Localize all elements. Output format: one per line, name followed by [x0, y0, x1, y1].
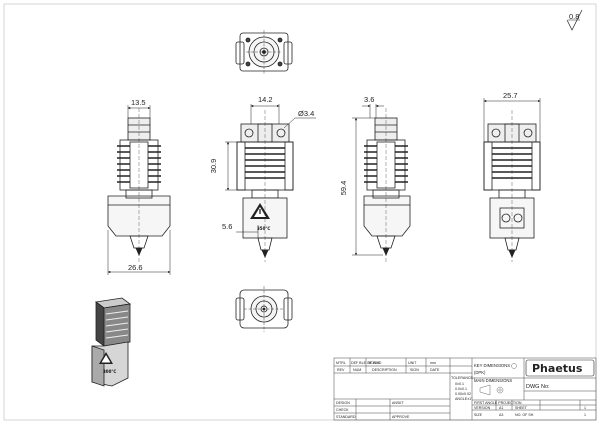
side-top-width-dim: 14.2 — [258, 95, 273, 104]
projection-icon — [479, 384, 504, 396]
tb-mtrl: MTRL — [336, 361, 346, 365]
tb-main-dimensions: MAIN DIMENSIONS — [474, 378, 512, 383]
tb-tol-4: ANGLE±1° — [455, 397, 473, 401]
tb-size-val: A3 — [499, 413, 503, 417]
tb-key-dimensions: KEY DIMENSIONS — [474, 363, 510, 368]
tb-design: DESIGN — [336, 401, 350, 405]
tb-standard: STANDARD — [336, 415, 356, 419]
back-view — [483, 110, 541, 262]
total-height-dim: 59.4 — [339, 181, 348, 196]
top-view — [235, 30, 293, 74]
sheet-border — [3, 3, 597, 421]
tb-date: DATE — [430, 368, 440, 372]
tb-sheet: SHEET — [515, 406, 528, 410]
tb-no-of-sh-val: 1 — [584, 413, 586, 417]
side-view-2 — [363, 108, 411, 262]
front-bottom-width-dim: 26.6 — [128, 263, 143, 272]
tb-projection: FIRST ANGLE PROJECTION — [474, 401, 522, 405]
brand-logo: Phaetus — [532, 362, 583, 375]
tb-sheet-val: 1 — [584, 406, 586, 410]
side-view — [236, 110, 294, 262]
tb-version-val: A1 — [499, 406, 503, 410]
back-width-dim: 25.7 — [503, 91, 518, 100]
tb-tol-1: 0±0.1 — [455, 382, 464, 386]
front-dims — [107, 105, 171, 275]
tb-approve: APPROVE — [392, 415, 410, 419]
tb-no-of-sh: NO. OF SH — [515, 413, 534, 417]
brand-box — [525, 359, 595, 377]
tb-check: CHECK — [336, 408, 349, 412]
tb-tol-3: 0.00±0.02 — [455, 392, 471, 396]
temperature-mark: 350°C — [257, 226, 270, 231]
side-dims — [225, 104, 316, 238]
bottom-view — [235, 286, 293, 332]
nozzle-offset-dim: 5.6 — [222, 222, 232, 231]
hole-dia-dim: Ø3.4 — [298, 109, 314, 118]
heatsink-height-dim: 30.9 — [209, 159, 218, 174]
tb-key-dimensions-code: (DPK) — [474, 370, 486, 375]
side2-width-dim: 3.6 — [364, 95, 374, 104]
title-block — [333, 357, 597, 421]
tb-sign-1: ANSIIT — [392, 401, 404, 405]
tb-unit-val: mm — [430, 361, 436, 365]
front-width-dim: 13.5 — [131, 98, 146, 107]
front-view — [107, 108, 171, 262]
tb-version: VERSION — [474, 406, 491, 410]
tb-num: NUM — [353, 368, 361, 372]
tb-description: DESCRIPTION — [372, 368, 397, 372]
tb-dwg-no: DWG No: — [526, 384, 550, 390]
tb-tolerance-label: TOLERANCE : — [451, 376, 475, 380]
tb-rev: REV — [337, 368, 345, 372]
isometric-view — [91, 297, 132, 387]
iso-temperature-mark: 300°C — [103, 369, 116, 374]
key-dim-icon — [511, 363, 517, 369]
tb-sign: SIGN — [410, 368, 419, 372]
tb-def: DEF BLE OF FIND — [351, 361, 382, 365]
tb-tol-2: 0.0±0.1 — [455, 387, 467, 391]
surface-finish-value: 0.8 — [569, 12, 579, 21]
back-dims — [483, 98, 541, 142]
tb-scale: SCALE — [368, 361, 380, 365]
surface-finish-symbol: 0.8 — [566, 9, 583, 31]
side2-dims — [352, 104, 384, 256]
tb-size: SIZE — [474, 413, 483, 417]
tb-unit: UNIT — [408, 361, 417, 365]
